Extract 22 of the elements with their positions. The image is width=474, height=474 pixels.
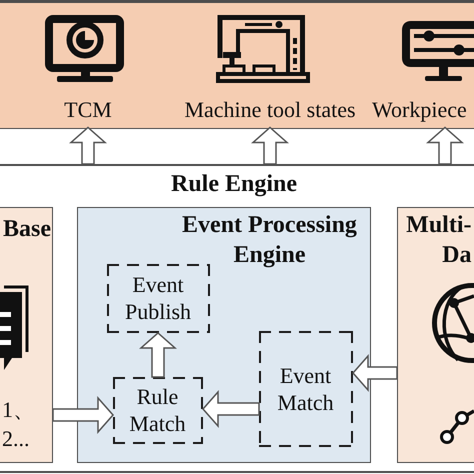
block-arrow — [69, 126, 107, 165]
block-arrow — [251, 126, 289, 165]
panel-title: Multi- Da — [405, 210, 472, 270]
process-box: Rule Match — [112, 376, 202, 444]
panel-title: Base — [2, 214, 51, 244]
block-arrow — [426, 126, 464, 165]
item-label: Workpiece — [372, 96, 468, 123]
body-text: 1、 2... — [2, 396, 36, 452]
engine-panel — [77, 207, 371, 463]
block-arrow — [139, 332, 177, 378]
panel-title: Rule Engine — [170, 170, 298, 199]
process-box: Event Match — [258, 330, 352, 446]
block-arrow — [52, 396, 114, 434]
side-panel — [0, 207, 53, 463]
engine-frame — [0, 164, 474, 473]
block-arrow — [202, 390, 260, 428]
header-band — [0, 0, 474, 129]
side-panel — [397, 207, 474, 463]
block-arrow — [352, 354, 398, 392]
item-label: TCM — [63, 96, 113, 123]
item-label: Machine tool states — [183, 96, 357, 123]
process-box: Event Publish — [106, 264, 210, 332]
